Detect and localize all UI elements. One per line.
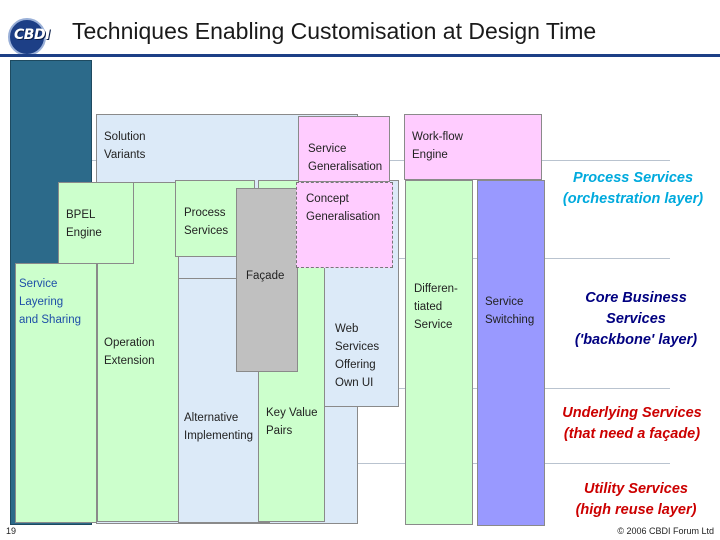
service-switching-label: Service Switching <box>485 293 534 329</box>
label-line: Web <box>335 323 359 335</box>
key-value-pairs-label: Key Value Pairs <box>266 404 318 440</box>
service-generalisation-label: Service Generalisation <box>308 140 382 176</box>
service-generalisation-box <box>298 116 390 182</box>
web-services-own-ui-label: Web Services Offering Own UI <box>335 320 379 392</box>
solution-variants-label: Solution Variants <box>104 128 146 164</box>
label-line: Alternative <box>184 412 239 424</box>
label-line: Generalisation <box>308 161 383 173</box>
label-line: tiated <box>414 301 443 313</box>
label-line: Service <box>308 143 347 155</box>
facade-label: Façade <box>246 270 285 282</box>
concept-generalisation-label: Concept Generalisation <box>306 190 380 226</box>
differentiated-service-box <box>405 180 473 525</box>
layer-label-line: Services <box>606 311 666 327</box>
service-switching-box <box>477 180 545 526</box>
cbdi-logo: CBDI <box>8 18 62 56</box>
layer-label-line: ('backbone' layer) <box>574 332 698 348</box>
logo-disc <box>8 18 46 56</box>
label-line: Implementing <box>184 430 254 442</box>
label-line: Differen- <box>414 283 458 295</box>
label-line: Extension <box>104 355 155 367</box>
label-line: Generalisation <box>306 211 381 223</box>
process-layer-label: Process Services (orchestration layer) <box>548 168 718 210</box>
operation-extension-label: Operation Extension <box>104 334 155 370</box>
logo-text: CBDI <box>14 27 50 43</box>
label-line: Switching <box>485 314 535 326</box>
slide-title: Techniques Enabling Customisation at Des… <box>72 18 597 44</box>
copyright: © 2006 CBDI Forum Ltd <box>617 526 714 536</box>
label-line: Layering <box>19 296 64 308</box>
underlying-layer-label: Underlying Services (that need a façade) <box>545 403 719 445</box>
bpel-engine-box <box>58 182 134 264</box>
layer-label-line: Process Services <box>572 170 694 186</box>
layer-label-line: Utility Services <box>584 481 688 497</box>
workflow-engine-label: Work-flow Engine <box>412 128 463 164</box>
label-line: Process <box>184 207 226 219</box>
facade-box <box>236 188 298 372</box>
label-line: Service <box>485 296 524 308</box>
alternative-implementing-label: Alternative Implementing <box>184 409 253 445</box>
label-line: Offering <box>335 359 376 371</box>
layer-label-line: Underlying Services <box>562 405 702 421</box>
label-line: Service <box>19 278 58 290</box>
layer-label-line: Core Business <box>585 290 687 306</box>
service-layering-label: Service Layering and Sharing <box>19 275 81 329</box>
label-line: BPEL <box>66 209 96 221</box>
label-line: Service <box>414 319 453 331</box>
label-line: Engine <box>66 227 102 239</box>
label-line: Operation <box>104 337 155 349</box>
title-rule <box>0 54 720 57</box>
label-line: Concept <box>306 193 349 205</box>
core-layer-label: Core Business Services ('backbone' layer… <box>553 288 719 351</box>
differentiated-service-label: Differen- tiated Service <box>414 280 458 334</box>
label-line: Services <box>184 225 229 237</box>
layer-line-4 <box>92 463 670 464</box>
bpel-engine-label: BPEL Engine <box>66 206 102 242</box>
workflow-engine-box <box>404 114 542 180</box>
utility-layer-label: Utility Services (high reuse layer) <box>554 479 718 521</box>
layer-label-line: (high reuse layer) <box>575 502 697 518</box>
label-line: Own UI <box>335 377 374 389</box>
label-line: Variants <box>104 149 146 161</box>
label-line: Engine <box>412 149 448 161</box>
label-line: Services <box>335 341 380 353</box>
concept-generalisation-box <box>296 182 393 268</box>
layer-label-line: (orchestration layer) <box>562 191 704 207</box>
process-services-label: Process Services <box>184 204 228 240</box>
label-line: Key Value <box>266 407 318 419</box>
service-layering-box <box>15 263 97 523</box>
label-line: and Sharing <box>19 314 82 326</box>
label-line: Work-flow <box>412 131 463 143</box>
layer-label-line: (that need a façade) <box>563 426 701 442</box>
label-line: Pairs <box>266 425 293 437</box>
page-number: 19 <box>6 526 17 536</box>
label-line: Solution <box>104 131 146 143</box>
